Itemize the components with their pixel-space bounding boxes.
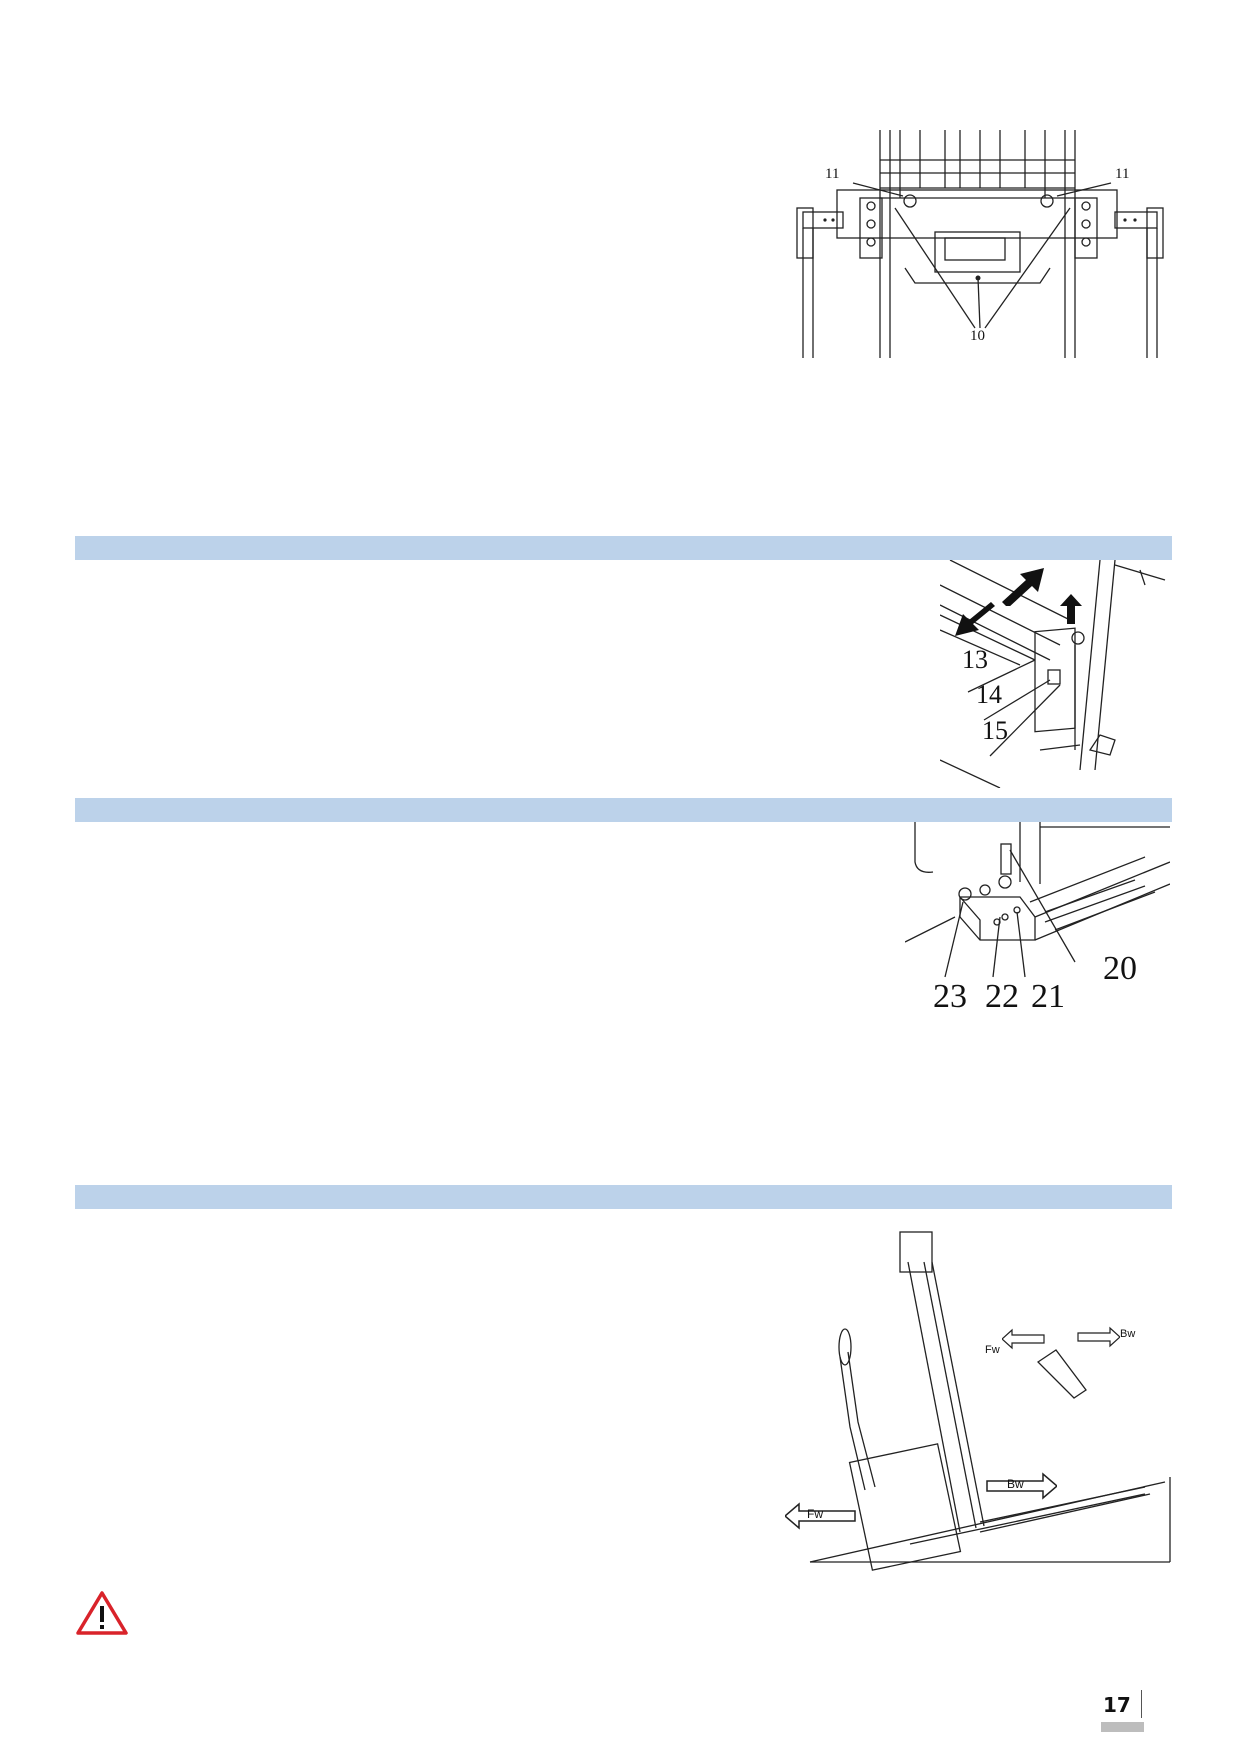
figure-fork-carriage: 11 11 10	[785, 128, 1175, 358]
callout-14: 14	[976, 680, 1002, 709]
callout-22: 22	[985, 978, 1019, 1015]
arrow-backward-icon	[986, 1472, 1057, 1500]
inset-arrow-backward-icon	[1077, 1326, 1120, 1348]
warning-triangle-icon	[76, 1591, 128, 1635]
section-header-bar-2	[75, 798, 1172, 822]
section-header-bar-3	[75, 1185, 1172, 1209]
label-forward: Fw	[807, 1507, 823, 1521]
figure-ramp-travel: Fw Bw Fw Bw	[780, 1222, 1172, 1572]
page-number: 17	[1103, 1693, 1131, 1717]
inset-arrow-forward-icon	[1002, 1328, 1045, 1350]
callout-15: 15	[982, 716, 1008, 745]
arrow-left-icon	[955, 602, 995, 636]
label-backward: Bw	[1007, 1477, 1024, 1491]
section-header-bar-1	[75, 536, 1172, 560]
figure-fork-positioning: 13 14 15	[940, 560, 1170, 788]
arrow-right-icon	[1002, 568, 1044, 606]
arrow-forward-icon	[785, 1502, 856, 1530]
callout-11-left: 11	[825, 166, 840, 182]
page-number-tab	[1101, 1722, 1144, 1732]
page-number-divider	[1141, 1690, 1142, 1718]
inset-label-backward: Bw	[1120, 1328, 1136, 1340]
callout-23: 23	[933, 978, 967, 1015]
inset-label-forward: Fw	[985, 1344, 1000, 1356]
callout-13: 13	[962, 645, 988, 674]
callout-10: 10	[970, 328, 985, 344]
arrow-up-icon	[1060, 594, 1082, 624]
callout-11-right: 11	[1115, 166, 1130, 182]
callout-20: 20	[1103, 950, 1137, 987]
figure-fork-stop-block: 23 22 21 20	[905, 822, 1170, 1020]
callout-21: 21	[1031, 978, 1065, 1015]
